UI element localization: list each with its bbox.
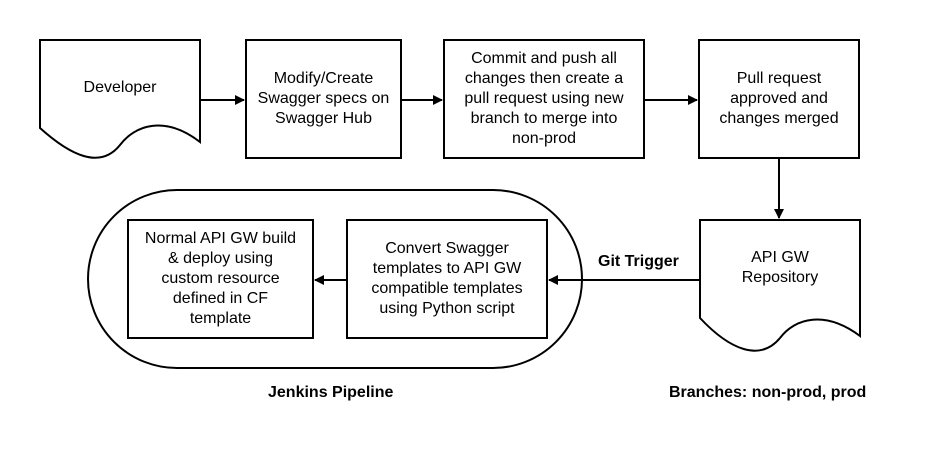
convert-swagger-label: Convert Swagger templates to API GW comp… — [371, 240, 523, 317]
commit-push-box — [443, 39, 645, 159]
normal-build-label: Normal API GW build & deploy using custo… — [144, 230, 297, 327]
pull-request-label: Pull request approved and changes merged — [719, 70, 839, 127]
commit-push-label: Commit and push all changes then create … — [464, 50, 624, 147]
convert-swagger-box — [346, 219, 548, 339]
git-trigger-label: Git Trigger — [598, 253, 679, 270]
normal-build-box — [127, 219, 314, 339]
developer-label: Developer — [83, 79, 157, 96]
branches-label: Branches: non-prod, prod — [669, 384, 867, 401]
repository-label: API GW Repository — [741, 249, 819, 286]
repository-document-shape — [699, 219, 861, 352]
modify-swagger-box — [245, 39, 402, 159]
developer-document-shape — [39, 39, 201, 159]
pull-request-box — [698, 39, 860, 159]
modify-swagger-label: Modify/Create Swagger specs on Swagger H… — [257, 70, 390, 127]
jenkins-pipeline-label: Jenkins Pipeline — [268, 384, 394, 401]
